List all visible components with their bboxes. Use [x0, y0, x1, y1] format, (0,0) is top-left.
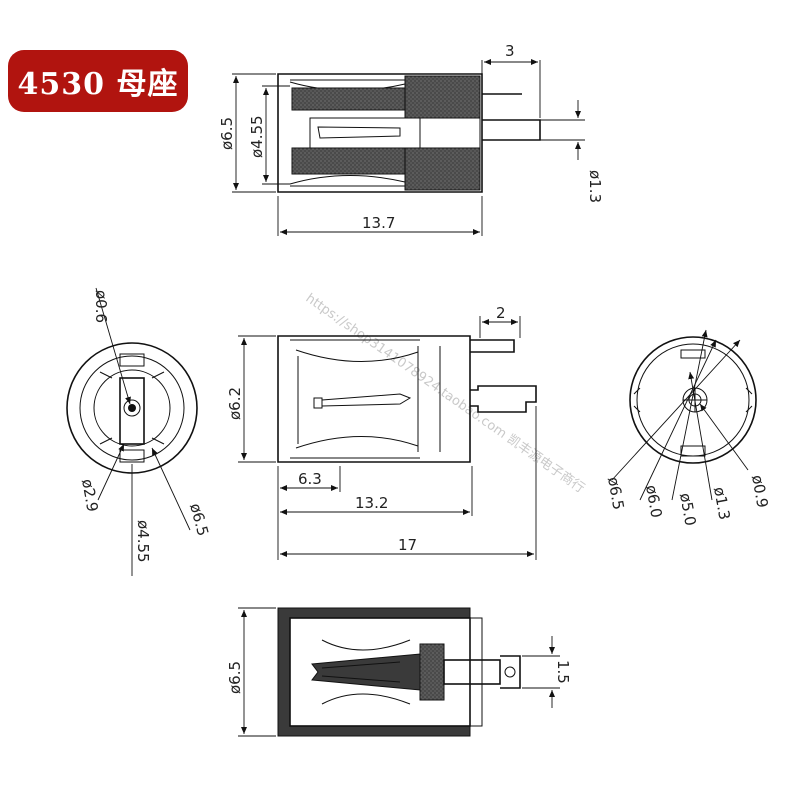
front-dim-outer-dia: ø6.5	[186, 501, 212, 538]
side-dim-body-dia: ø6.2	[226, 387, 244, 420]
front-dim-hole-dia: ø2.9	[78, 478, 101, 514]
bottom-dim-pin-width: 1.5	[554, 660, 572, 684]
rear-dim-inner-dia: ø5.0	[676, 492, 699, 528]
watermark: https://shop3141078924.taobao.com 凯丰源电子商…	[303, 291, 587, 496]
rear-view: ø6.5 ø6.0 ø5.0 ø1.3 ø0.9	[604, 329, 772, 528]
side-dim-pin-offset: 2	[496, 304, 506, 322]
rear-dim-mid-dia: ø6.0	[642, 484, 665, 520]
top-dim-pin-dia: ø1.3	[586, 170, 604, 203]
title-badge: 4530 母座	[8, 50, 188, 112]
title-badge-label: 4530 母座	[17, 67, 179, 102]
rear-dim-small-dia: ø0.9	[748, 474, 771, 510]
bottom-dim-outer-dia: ø6.5	[226, 661, 244, 694]
watermark-text: https://shop3141078924.taobao.com 凯丰源电子商…	[303, 291, 587, 496]
top-dim-pin-offset: 3	[505, 42, 515, 60]
front-dim-pin-dia: ø0.6	[92, 290, 110, 323]
top-dim-outer-dia: ø6.5	[218, 117, 236, 150]
side-dim-depth: 6.3	[298, 470, 322, 488]
top-dim-inner-dia: ø4.55	[248, 115, 266, 158]
side-dim-body-length: 13.2	[355, 494, 388, 512]
top-dim-length: 13.7	[362, 214, 395, 232]
front-dim-inner-dia: ø4.55	[134, 520, 152, 563]
rear-dim-outer-dia: ø6.5	[604, 476, 627, 512]
top-view: 3 ø6.5 ø4.55 ø1.3 13.7	[218, 42, 604, 236]
rear-dim-pin-dia: ø1.3	[710, 486, 733, 522]
side-view: 2 ø6.2 6.3 13.2 17	[226, 304, 537, 560]
front-view: ø0.6 ø2.9 ø4.55 ø6.5	[66, 287, 212, 576]
side-dim-total-length: 17	[398, 536, 417, 554]
bottom-view: ø6.5 1.5	[226, 607, 572, 737]
